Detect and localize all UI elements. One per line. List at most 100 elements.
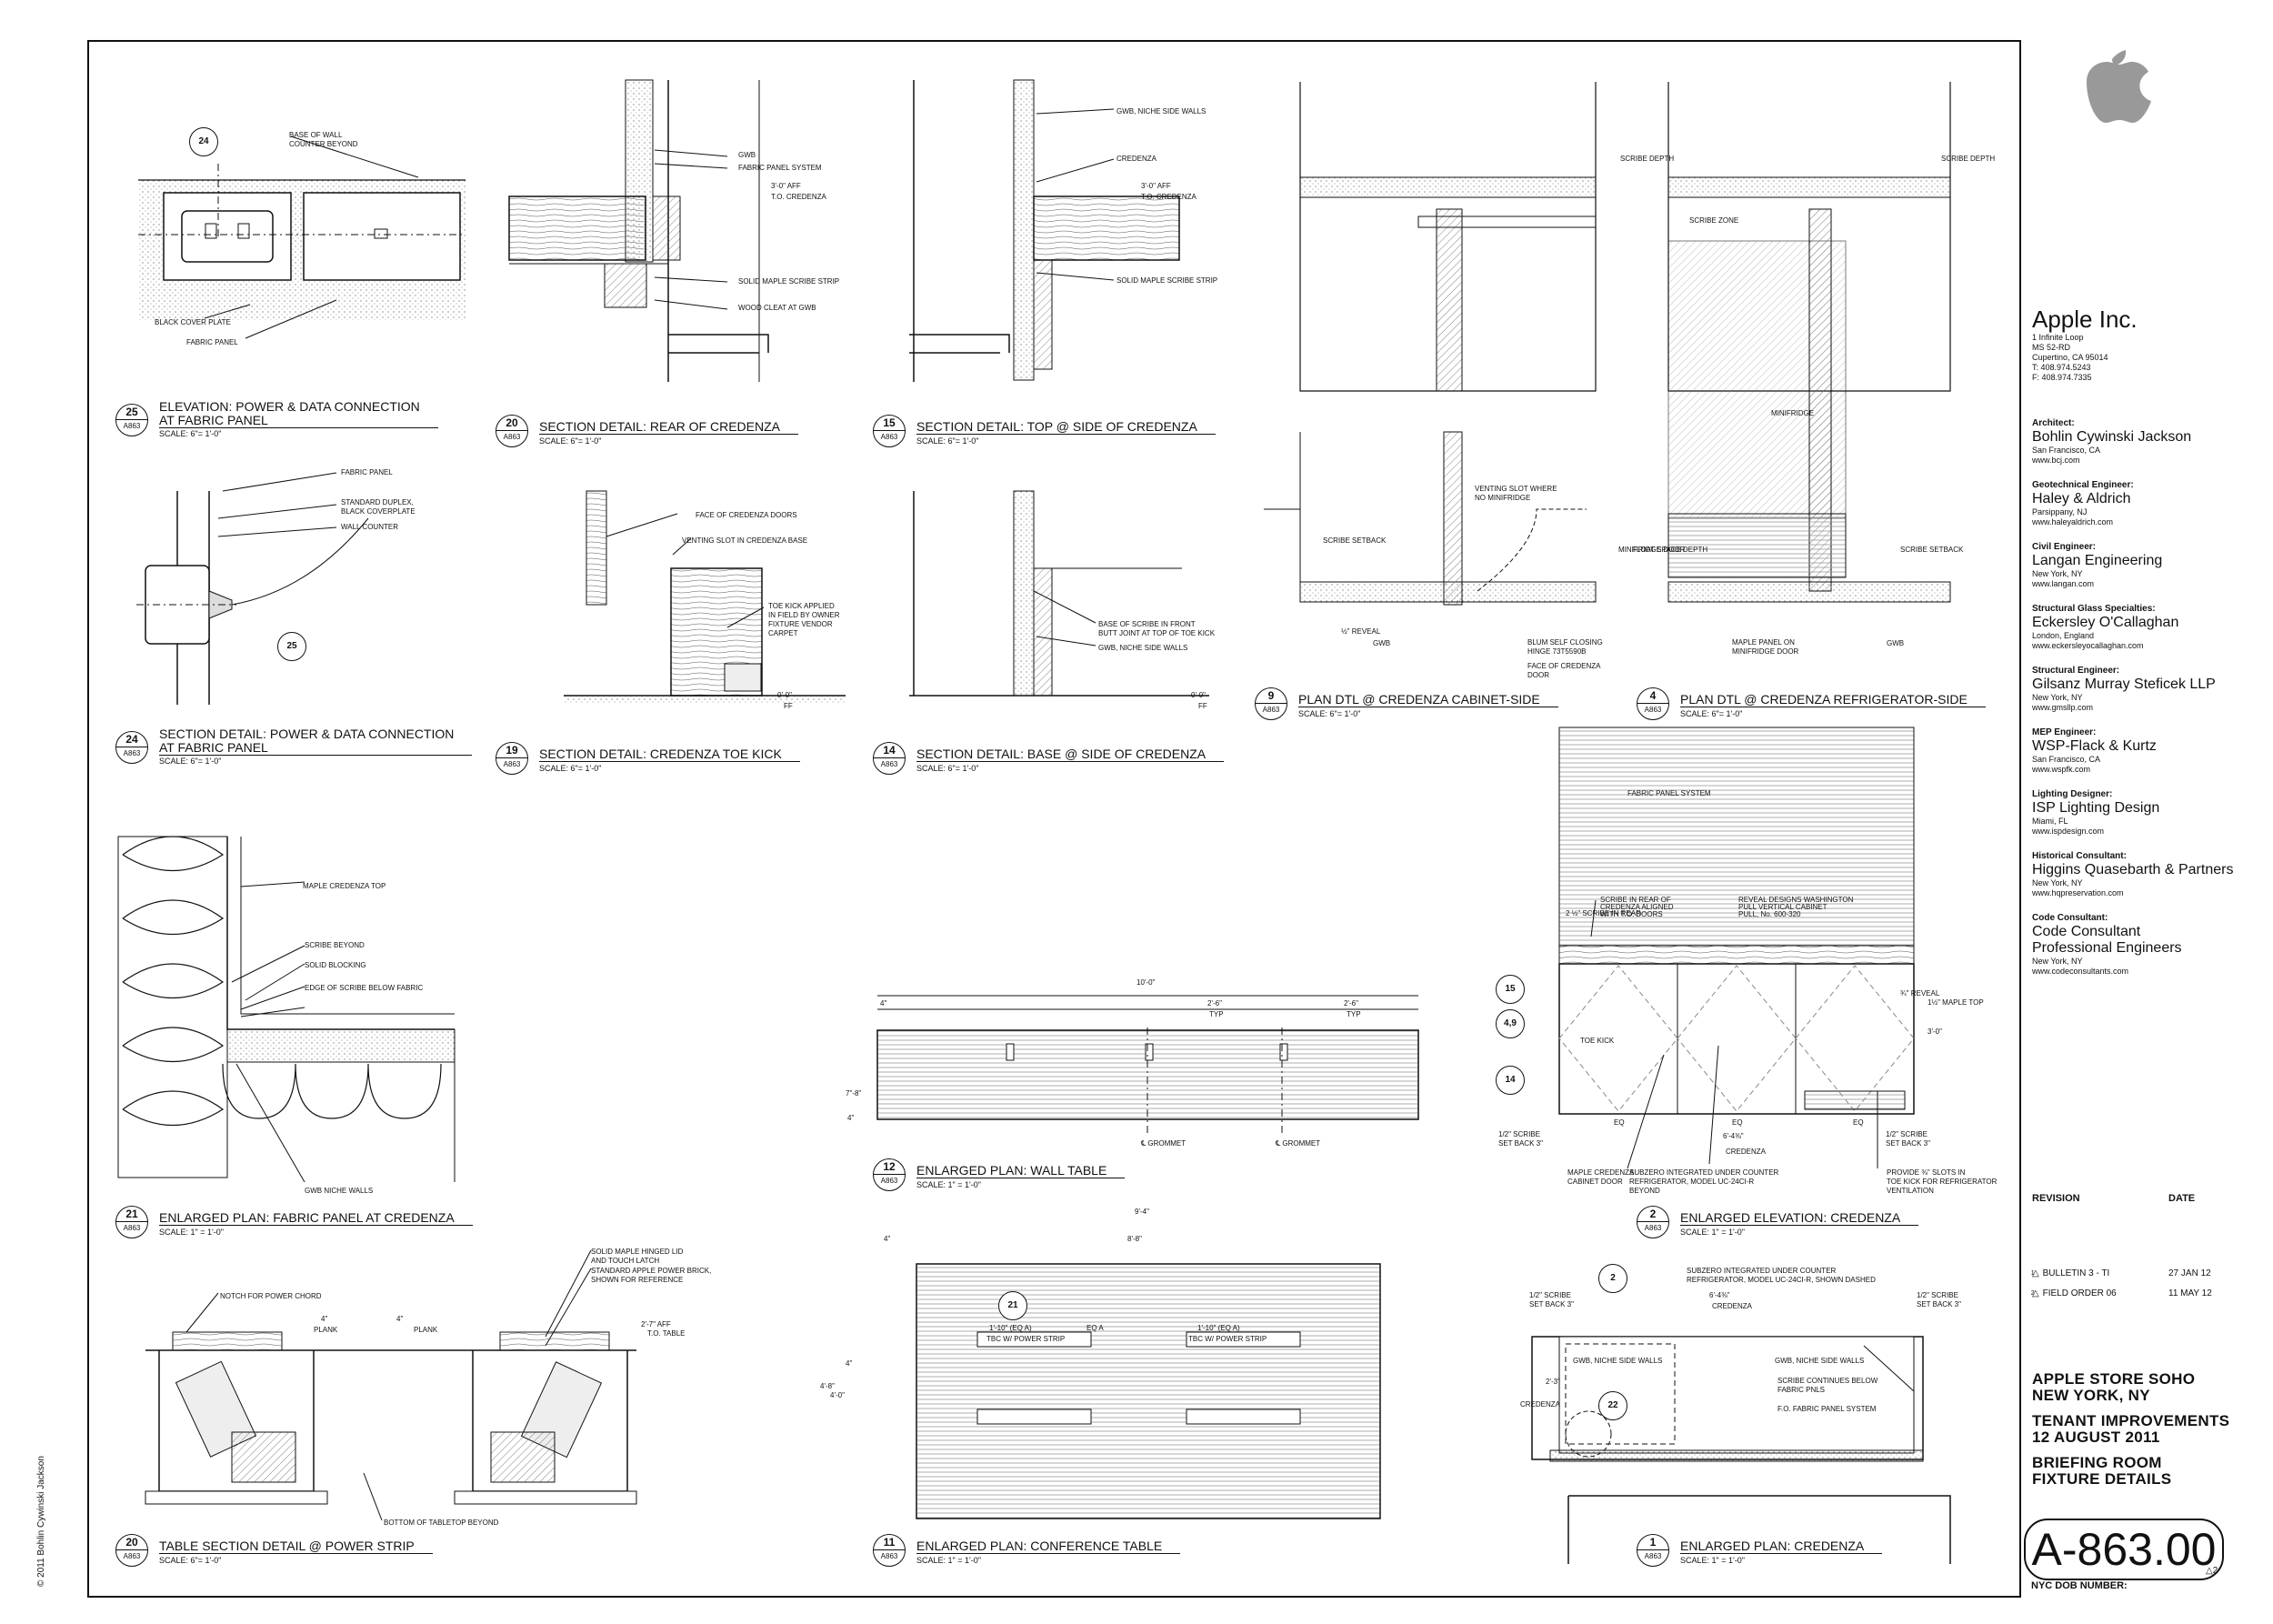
detail-title-text: TABLE SECTION DETAIL @ POWER STRIP [159,1539,433,1554]
project-phase: TENANT IMPROVEMENTS [2032,1412,2230,1429]
detail-title-line1: ENLARGED PLAN: CREDENZA [1680,1539,1865,1553]
annotation-note: VENTILATION [1887,1187,1934,1195]
annotation-note: MINIFRIDGE DOOR [1732,647,1799,656]
consultant-name: Eckersley O'Callaghan [2032,615,2179,630]
consultant-entry: Structural Engineer:Gilsanz Murray Stefi… [2032,666,2264,713]
detail-title-line2: AT FABRIC PANEL [159,413,268,427]
dob-number-label: NYC DOB NUMBER: [2031,1580,2128,1591]
revision-header: REVISION DATE [2032,1193,2264,1204]
annotation-note: 4" [846,1359,853,1368]
detail-title-line1: SECTION DETAIL: BASE @ SIDE OF CREDENZA [916,747,1207,761]
detail-2-drawing [1558,727,1915,1115]
annotation-note: TBC W/ POWER STRIP [986,1335,1066,1343]
detail-sheet-ref: A863 [1644,1552,1662,1560]
detail-scale: SCALE: 6"= 1'-0" [916,436,979,446]
consultant-detail: www.gmsllp.com [2032,703,2094,712]
detail-scale: SCALE: 1" = 1'-0" [916,1556,981,1565]
annotation-note: FIXTURE VENDOR [768,620,833,628]
annotation-note: 2 ½" SCRIBE IN REAR [1566,909,1641,917]
annotation-note: NOTCH FOR POWER CHORD [220,1292,322,1300]
annotation-note: SCRIBE SETBACK [1323,536,1387,545]
annotation-note: 4'-0" [830,1391,845,1399]
detail-sheet-ref: A863 [123,1224,141,1232]
annotation-note: ½" REVEAL [1341,627,1381,636]
annotation-note: 6'-4⅜" [1709,1291,1730,1299]
consultant-name: Bohlin Cywinski Jackson [2032,429,2192,445]
revision-date: 11 MAY 12 [2168,1288,2212,1298]
detail-number: 15 [874,416,905,431]
annotation-note: EQ [1732,1118,1743,1127]
annotation-note: SET BACK 3" [1917,1300,1961,1308]
annotation-note: 0'-0" [1191,691,1206,699]
annotation-note: 1/2" SCRIBE [1498,1130,1540,1138]
consultant-role: Architect: [2032,418,2075,428]
annotation-note: AND TOUCH LATCH [591,1257,660,1265]
annotation-note: FABRIC PNLS [1777,1386,1826,1394]
annotation-note: 1/2" SCRIBE [1886,1130,1928,1138]
sheet-number: A-863.00 [2024,1519,2224,1580]
consultant-role: Code Consultant: [2032,913,2108,923]
annotation-note: ℄ GROMMET [1276,1139,1321,1148]
annotation-note: IN FIELD BY OWNER [768,611,840,619]
detail-sheet-ref: A863 [1644,1224,1662,1232]
detail-title-text: ENLARGED PLAN: WALL TABLE [916,1164,1126,1178]
annotation-note: EQ [1853,1118,1864,1127]
detail-number: 1 [1637,1535,1668,1550]
annotation-note: SCRIBE SETBACK [1900,546,1964,554]
annotation-note: BLACK COVERPLATE [341,507,416,516]
annotation-note: BASE OF SCRIBE IN FRONT [1098,620,1196,628]
annotation-note: STANDARD APPLE POWER BRICK, [591,1267,712,1275]
annotation-note: CREDENZA [1520,1400,1561,1408]
detail-title-line1: PLAN DTL @ CREDENZA REFRIGERATOR-SIDE [1680,692,1968,707]
detail-sheet-ref: A863 [123,1552,141,1560]
owner-address-line: 1 Infinite Loop [2032,333,2084,342]
annotation-note: 4" [396,1315,404,1323]
reference-bubble: 4,9 [1496,1009,1525,1038]
consultant-detail: London, England [2032,631,2095,640]
annotation-note: T.O. CREDENZA [1141,193,1197,201]
leader-lines [185,108,1878,1521]
annotation-note: SCRIBE BEYOND [305,941,365,949]
detail-title-line1: SECTION DETAIL: REAR OF CREDENZA [539,419,780,434]
detail-title-text: ENLARGED ELEVATION: CREDENZA [1680,1211,1919,1226]
annotation-note: 4" [847,1114,855,1122]
detail-19-drawing [564,490,846,703]
consultant-role: Lighting Designer: [2032,789,2113,799]
annotation-note: 7"-8" [846,1089,862,1098]
annotation-note: FABRIC PANEL [341,468,393,476]
detail-title-text: ENLARGED PLAN: CONFERENCE TABLE [916,1539,1181,1554]
consultant-detail: www.bcj.com [2032,456,2080,465]
project-block: APPLE STORE SOHO NEW YORK, NY TENANT IMP… [2032,1371,2264,1488]
annotation-note: SOLID MAPLE SCRIBE STRIP [738,277,840,286]
consultant-detail: New York, NY [2032,957,2083,966]
owner-address-line: F: 408.974.7335 [2032,373,2092,382]
consultant-role: MEP Engineer: [2032,727,2097,737]
annotation-note: BEYOND [1629,1187,1660,1195]
annotation-note: SCRIBE DEPTH [1941,155,1996,163]
detail-scale: SCALE: 6"= 1'-0" [916,764,979,773]
consultant-name: ISP Lighting Design [2032,800,2160,816]
annotation-note: 10'-0" [1136,978,1156,987]
reference-bubble: 14 [1496,1066,1525,1095]
date-label: DATE [2168,1193,2196,1204]
detail-scale: SCALE: 6"= 1'-0" [1680,709,1743,718]
detail-scale: SCALE: 6"= 1'-0" [1298,709,1361,718]
revision-label: BULLETIN 3 - TI [2042,1268,2110,1278]
detail-scale: SCALE: 1" = 1'-0" [159,1228,224,1237]
annotation-note: 9'-4" [1135,1208,1149,1216]
annotation-note: SUBZERO INTEGRATED UNDER COUNTER [1629,1168,1779,1177]
annotation-note: FACE OF CREDENZA [1527,662,1601,670]
detail-title-text: PLAN DTL @ CREDENZA CABINET-SIDE [1298,693,1558,707]
